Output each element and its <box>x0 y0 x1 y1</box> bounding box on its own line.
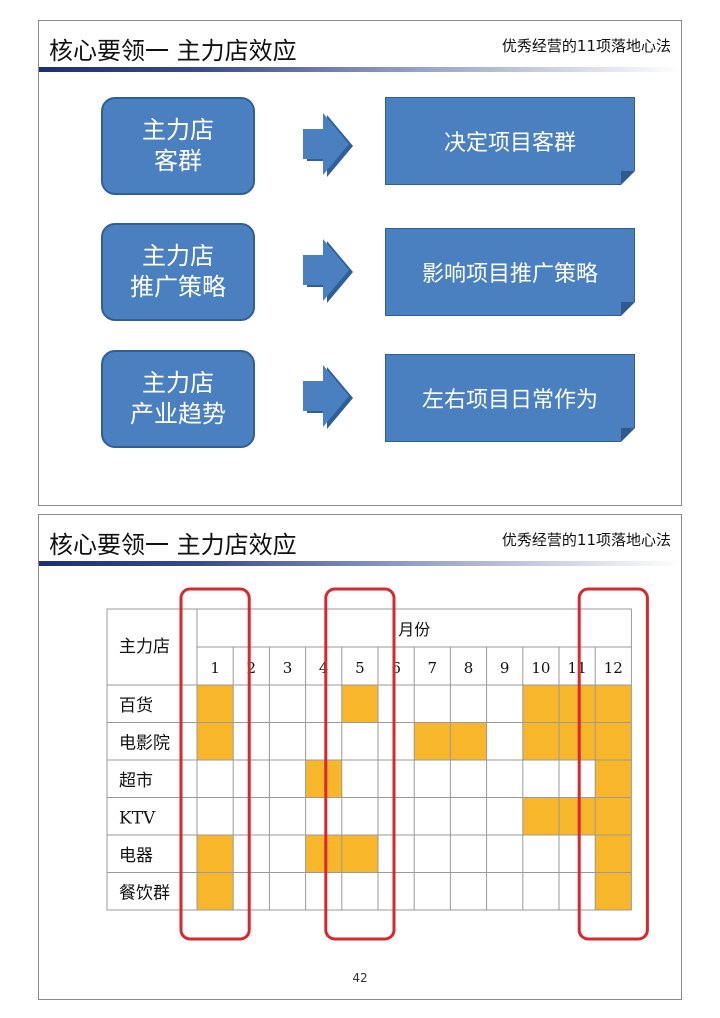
title-underline <box>39 67 681 72</box>
effect-box-2: 影响项目推广策略 <box>385 228 635 316</box>
filled-cell <box>559 685 596 723</box>
slide-title: 核心要领一 主力店效应 <box>49 531 297 559</box>
right-arrow-icon <box>303 239 353 303</box>
filled-cell <box>450 722 487 760</box>
month-label: 7 <box>428 659 438 677</box>
corner-label: 主力店 <box>119 637 170 657</box>
filled-cell <box>522 722 559 760</box>
anchor-store-topic: 推广策略 <box>130 273 226 301</box>
filled-cell <box>341 685 378 723</box>
filled-cell <box>522 797 559 835</box>
filled-cell <box>595 835 632 873</box>
filled-cell <box>559 797 596 835</box>
month-label: 4 <box>319 659 329 677</box>
slide-subtitle: 优秀经营的11项落地心法 <box>501 37 671 55</box>
right-arrow-icon <box>303 113 353 177</box>
filled-cell <box>197 872 234 910</box>
month-highlight-outline <box>577 587 649 941</box>
month-highlight-outline <box>324 587 396 941</box>
store-type-label: 电影院 <box>119 734 170 754</box>
month-label: 5 <box>355 659 365 677</box>
page-number: 42 <box>352 971 368 985</box>
effect-box-3: 左右项目日常作为 <box>385 354 635 442</box>
slide-subtitle: 优秀经营的11项落地心法 <box>501 531 671 549</box>
filled-cell <box>197 722 234 760</box>
slide-title: 核心要领一 主力店效应 <box>49 37 297 65</box>
title-underline <box>39 561 681 566</box>
effect-box-1: 决定项目客群 <box>385 97 635 185</box>
month-label: 10 <box>531 659 550 677</box>
page-fold <box>621 428 635 442</box>
filled-cell <box>595 685 632 723</box>
slide-1: 核心要领一 主力店效应 优秀经营的11项落地心法 主力店 客群 决定项目客群 主… <box>38 20 682 506</box>
filled-cell <box>595 797 632 835</box>
month-label: 9 <box>500 659 510 677</box>
right-arrow-icon <box>303 365 353 429</box>
filled-cell <box>197 835 234 873</box>
anchor-store-label: 主力店 <box>142 368 214 397</box>
anchor-store-topic: 产业趋势 <box>130 400 226 428</box>
store-type-label: 超市 <box>119 771 153 791</box>
month-header: 月份 <box>398 620 430 639</box>
anchor-store-box-3: 主力店 产业趋势 <box>101 350 255 448</box>
filled-cell <box>197 685 234 723</box>
store-type-label: KTV <box>119 809 156 829</box>
anchor-store-label: 主力店 <box>142 241 214 270</box>
month-label: 12 <box>604 659 623 677</box>
filled-cell <box>595 872 632 910</box>
store-type-label: 电器 <box>119 846 153 866</box>
filled-cell <box>414 722 451 760</box>
anchor-store-box-1: 主力店 客群 <box>101 97 255 195</box>
filled-cell <box>595 722 632 760</box>
anchor-store-label: 主力店 <box>142 115 214 144</box>
page-fold <box>621 171 635 185</box>
month-label: 8 <box>464 659 474 677</box>
month-label: 6 <box>391 659 401 677</box>
filled-cell <box>559 722 596 760</box>
filled-cell <box>341 835 378 873</box>
store-type-label: 餐饮群 <box>119 884 170 904</box>
month-label: 2 <box>247 659 257 677</box>
effect-label: 决定项目客群 <box>443 131 576 156</box>
month-label: 1 <box>210 659 220 677</box>
month-label: 3 <box>283 659 293 677</box>
filled-cell <box>522 685 559 723</box>
month-label: 11 <box>568 659 587 677</box>
anchor-store-box-2: 主力店 推广策略 <box>101 223 255 321</box>
filled-cell <box>305 760 342 798</box>
filled-cell <box>595 760 632 798</box>
store-type-label: 百货 <box>119 696 153 716</box>
filled-cell <box>305 835 342 873</box>
anchor-store-topic: 客群 <box>154 147 202 175</box>
effect-label: 左右项目日常作为 <box>421 388 598 413</box>
effect-label: 影响项目推广策略 <box>421 262 598 287</box>
page-fold <box>621 302 635 316</box>
month-highlight-outline <box>179 587 251 941</box>
